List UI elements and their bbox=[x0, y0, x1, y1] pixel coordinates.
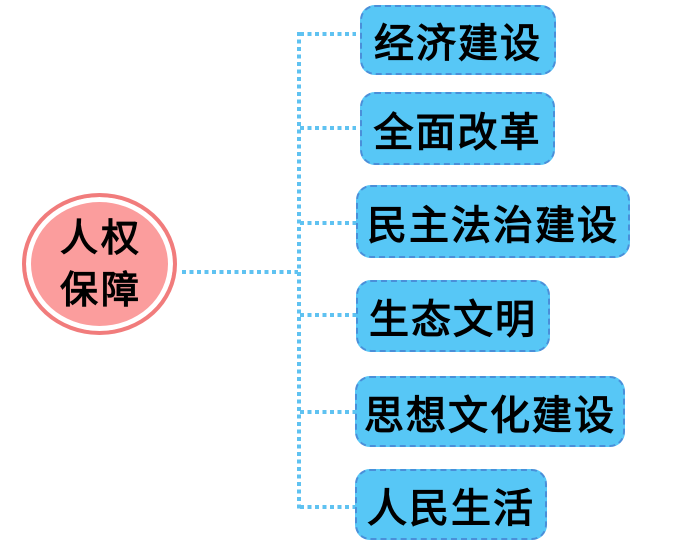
node-comprehensive-reform[interactable]: 全面改革 bbox=[360, 92, 555, 165]
node-label: 生态文明 bbox=[369, 296, 537, 343]
root-node-label-line2: 保障 bbox=[59, 267, 142, 312]
connector-branch-2 bbox=[300, 126, 356, 130]
connector-branch-6 bbox=[300, 505, 355, 509]
node-label: 人民生活 bbox=[367, 484, 535, 532]
connector-trunk bbox=[297, 32, 301, 509]
node-label: 思想文化建设 bbox=[364, 391, 616, 439]
connector-branch-5 bbox=[300, 410, 355, 414]
node-ecological-civilization[interactable]: 生态文明 bbox=[356, 280, 550, 352]
connector-branch-1 bbox=[300, 32, 356, 36]
connector-root-to-trunk bbox=[182, 270, 298, 274]
connector-branch-4 bbox=[300, 313, 356, 317]
root-node-label-line1: 人权 bbox=[59, 214, 142, 260]
node-label: 经济建设 bbox=[374, 20, 542, 67]
root-node-human-rights-protection[interactable]: 人权 保障 bbox=[22, 193, 177, 335]
node-economic-construction[interactable]: 经济建设 bbox=[360, 5, 556, 75]
node-democracy-rule-of-law-construction[interactable]: 民主法治建设 bbox=[356, 185, 630, 258]
node-label: 民主法治建设 bbox=[367, 201, 619, 249]
connector-branch-3 bbox=[300, 221, 356, 225]
node-label: 全面改革 bbox=[373, 108, 542, 156]
node-peoples-life[interactable]: 人民生活 bbox=[355, 469, 547, 540]
node-ideological-cultural-construction[interactable]: 思想文化建设 bbox=[355, 376, 625, 447]
